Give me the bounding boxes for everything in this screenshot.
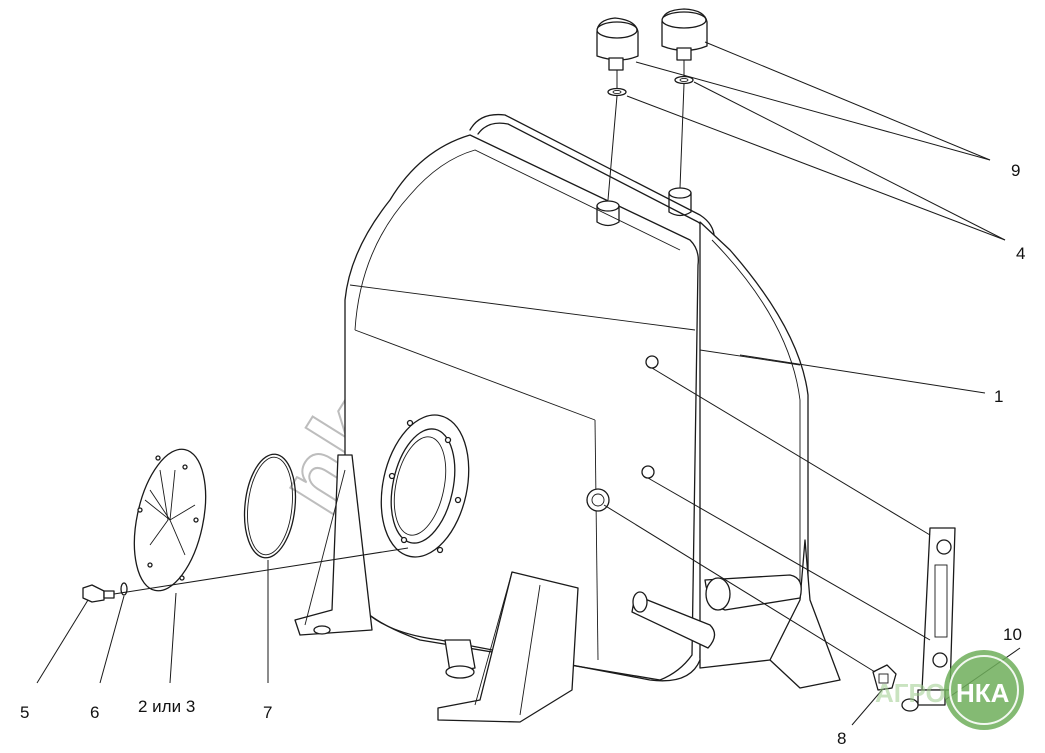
o-ring [243,453,297,559]
drain-plug [872,664,897,691]
logo-circle [944,650,1024,730]
bolt [82,584,115,603]
level-gauge [901,527,956,712]
washers [607,75,694,97]
agronka-logo: АГРО НКА [875,650,1024,730]
cover-plate [133,448,207,592]
callout-1: 1 [994,387,1003,406]
cap-left [596,17,639,71]
callout-2-or-3: 2 или 3 [138,697,195,716]
callout-5: 5 [20,703,29,722]
callout-8: 8 [837,729,846,748]
logo-text-right: НКА [956,678,1010,708]
callout-6: 6 [90,703,99,722]
callout-7: 7 [263,703,272,722]
cap-right [661,8,708,61]
callout-4: 4 [1016,244,1025,263]
callout-9: 9 [1011,161,1020,180]
logo-text-left: АГРО [875,678,946,708]
tank-body [294,113,841,723]
callout-10: 10 [1003,625,1022,644]
